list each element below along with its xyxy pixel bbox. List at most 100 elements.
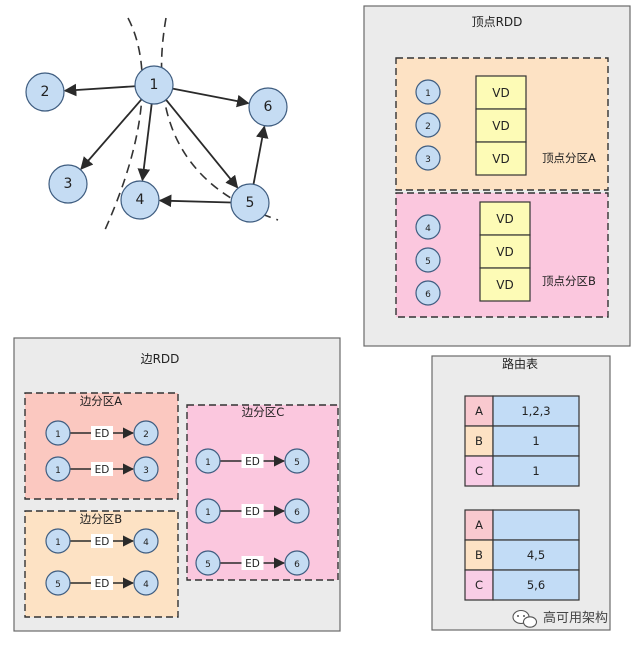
ed-label: ED (95, 578, 110, 590)
edge-dst-node: 6 (284, 498, 310, 524)
edge-row-1-3: ED 1 3 (45, 456, 159, 482)
edge-src-node: 5 (45, 570, 71, 596)
routing-key-label: A (475, 518, 483, 532)
routing-value-cell (492, 455, 580, 487)
edge-row-1-6: ED 1 6 (195, 498, 310, 524)
node-label: 5 (294, 458, 300, 468)
edge-partition-box (186, 404, 339, 581)
node-label: 1 (55, 430, 61, 440)
edge-src-node: 1 (45, 456, 71, 482)
edge-dst-node: 5 (284, 448, 310, 474)
node-label: 1 (205, 508, 211, 518)
routing-value-label: 1 (532, 434, 539, 448)
routing-key-cell (464, 539, 494, 571)
node-circle (195, 550, 221, 576)
graph-node-5: 5 (230, 183, 270, 223)
routing-value-label: 4,5 (527, 548, 545, 562)
routing-value-label: 1,2,3 (521, 404, 550, 418)
node-label: 4 (425, 224, 431, 234)
vd-cell-label: VD (496, 245, 513, 259)
routing-key-label: C (475, 578, 483, 592)
node-label: 6 (264, 99, 273, 115)
routing-value-label: 5,6 (527, 578, 545, 592)
routing-value-cell (492, 395, 580, 427)
edge-dst-node: 3 (133, 456, 159, 482)
ed-label-bg (241, 504, 264, 518)
node-label: 1 (425, 89, 431, 99)
routing-value-cell (492, 509, 580, 541)
edge-dst-node: 4 (133, 570, 159, 596)
ed-label-bg (91, 534, 113, 548)
vd-cell-label: VD (492, 119, 509, 133)
node-label: 6 (294, 560, 300, 570)
graph-node-2: 2 (25, 72, 65, 112)
ed-label: ED (245, 506, 260, 518)
graph-edge-5-6 (252, 125, 269, 185)
edge-src-node: 5 (195, 550, 221, 576)
graph-edge-1-4 (137, 103, 153, 182)
routing-key-cell (464, 425, 494, 457)
node-circle (415, 79, 441, 105)
wechat-icon (512, 609, 538, 628)
vertex-node-1: 1 (415, 79, 441, 105)
node-circle (415, 247, 441, 273)
node-label: 6 (425, 290, 431, 300)
node-label: 5 (246, 195, 255, 211)
node-circle (248, 87, 288, 127)
ed-label: ED (95, 464, 110, 476)
node-label: 3 (425, 155, 431, 165)
vd-cell (475, 141, 527, 176)
vd-cell (479, 267, 531, 302)
node-circle (133, 528, 159, 554)
graph-edge-1-5 (165, 99, 239, 189)
node-circle (48, 164, 88, 204)
vd-cell-label: VD (492, 152, 509, 166)
routing-value-cell (492, 425, 580, 457)
routing-key-label: A (475, 404, 483, 418)
node-circle (45, 420, 71, 446)
node-circle (133, 570, 159, 596)
routing-key-cell (464, 569, 494, 601)
edge-dst-node: 6 (284, 550, 310, 576)
node-circle (415, 145, 441, 171)
node-label: 1 (55, 538, 61, 548)
node-label: 4 (143, 580, 149, 590)
node-label: 1 (55, 466, 61, 476)
vertex-partition-label: 顶点分区B (542, 274, 596, 288)
node-circle (45, 528, 71, 554)
vertex-node-3: 3 (415, 145, 441, 171)
edge-partition-label: 边分区C (242, 405, 285, 419)
vertex-partition-label: 顶点分区A (542, 151, 596, 165)
node-label: 3 (143, 466, 149, 476)
ed-label-bg (241, 454, 264, 468)
ed-label-bg (91, 426, 113, 440)
ed-label: ED (95, 428, 110, 440)
node-circle (45, 570, 71, 596)
vd-cell-label: VD (492, 86, 509, 100)
ed-label-bg (91, 576, 113, 590)
node-circle (195, 498, 221, 524)
node-circle (133, 420, 159, 446)
vertex-node-5: 5 (415, 247, 441, 273)
node-label: 6 (294, 508, 300, 518)
edge-src-node: 1 (45, 528, 71, 554)
node-label: 5 (425, 257, 431, 267)
edge-partition-box (24, 510, 179, 618)
watermark: 高可用架构 (512, 609, 608, 628)
ed-label: ED (245, 456, 260, 468)
vertex-node-6: 6 (415, 280, 441, 306)
node-circle (195, 448, 221, 474)
node-circle (415, 280, 441, 306)
routing-key-cell (464, 395, 494, 427)
routing-table-title: 路由表 (502, 356, 538, 371)
